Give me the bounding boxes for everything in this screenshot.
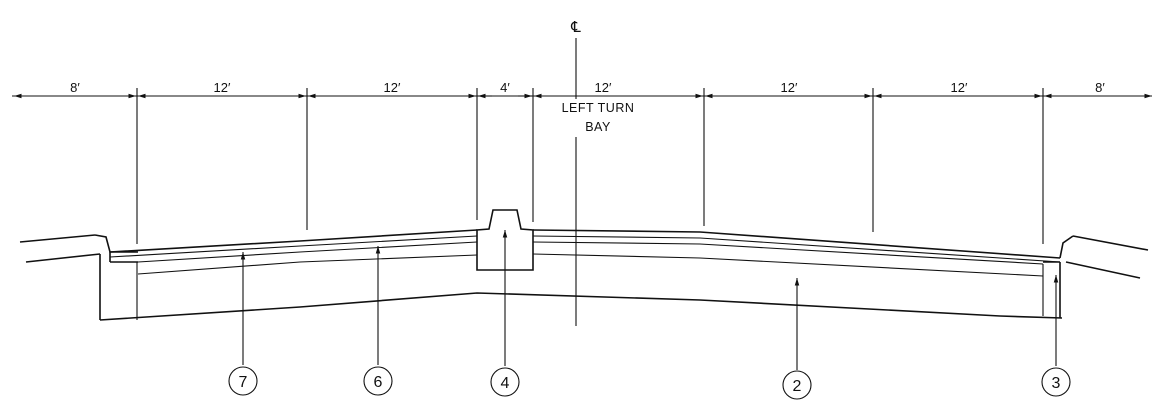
callout-3: 3 [1041, 367, 1071, 397]
dim-label-right-shoulder: 8′ [1095, 80, 1105, 95]
centerline-symbol: ℄ [570, 19, 581, 36]
dimension-labels: 8′ 12′ 12′ 4′ 12′ 12′ 12′ 8′ [62, 80, 1113, 95]
pavement-section [19, 209, 1149, 321]
dim-label-lane-4: 12′ [781, 80, 798, 95]
svg-text:3: 3 [1052, 375, 1061, 392]
lane-label-left-turn: LEFT TURN [562, 101, 635, 115]
dim-label-lane-2: 12′ [384, 80, 401, 95]
svg-text:2: 2 [793, 378, 802, 395]
svg-text:4: 4 [501, 375, 510, 392]
dim-label-lane-5: 12′ [951, 80, 968, 95]
dim-label-left-turn-bay: 12′ [595, 80, 612, 95]
callout-2: 2 [782, 370, 812, 400]
callout-7: 7 [228, 366, 258, 396]
dim-label-left-shoulder: 8′ [70, 80, 80, 95]
callout-6: 6 [363, 366, 393, 396]
svg-text:7: 7 [239, 374, 248, 391]
lane-label-bay: BAY [585, 120, 611, 134]
dimension-extension-lines [136, 88, 1044, 244]
callout-leaders [240, 230, 1059, 370]
callout-4: 4 [490, 367, 520, 397]
dim-label-lane-1: 12′ [214, 80, 231, 95]
svg-text:6: 6 [374, 374, 383, 391]
dim-label-median: 4′ [500, 80, 510, 95]
